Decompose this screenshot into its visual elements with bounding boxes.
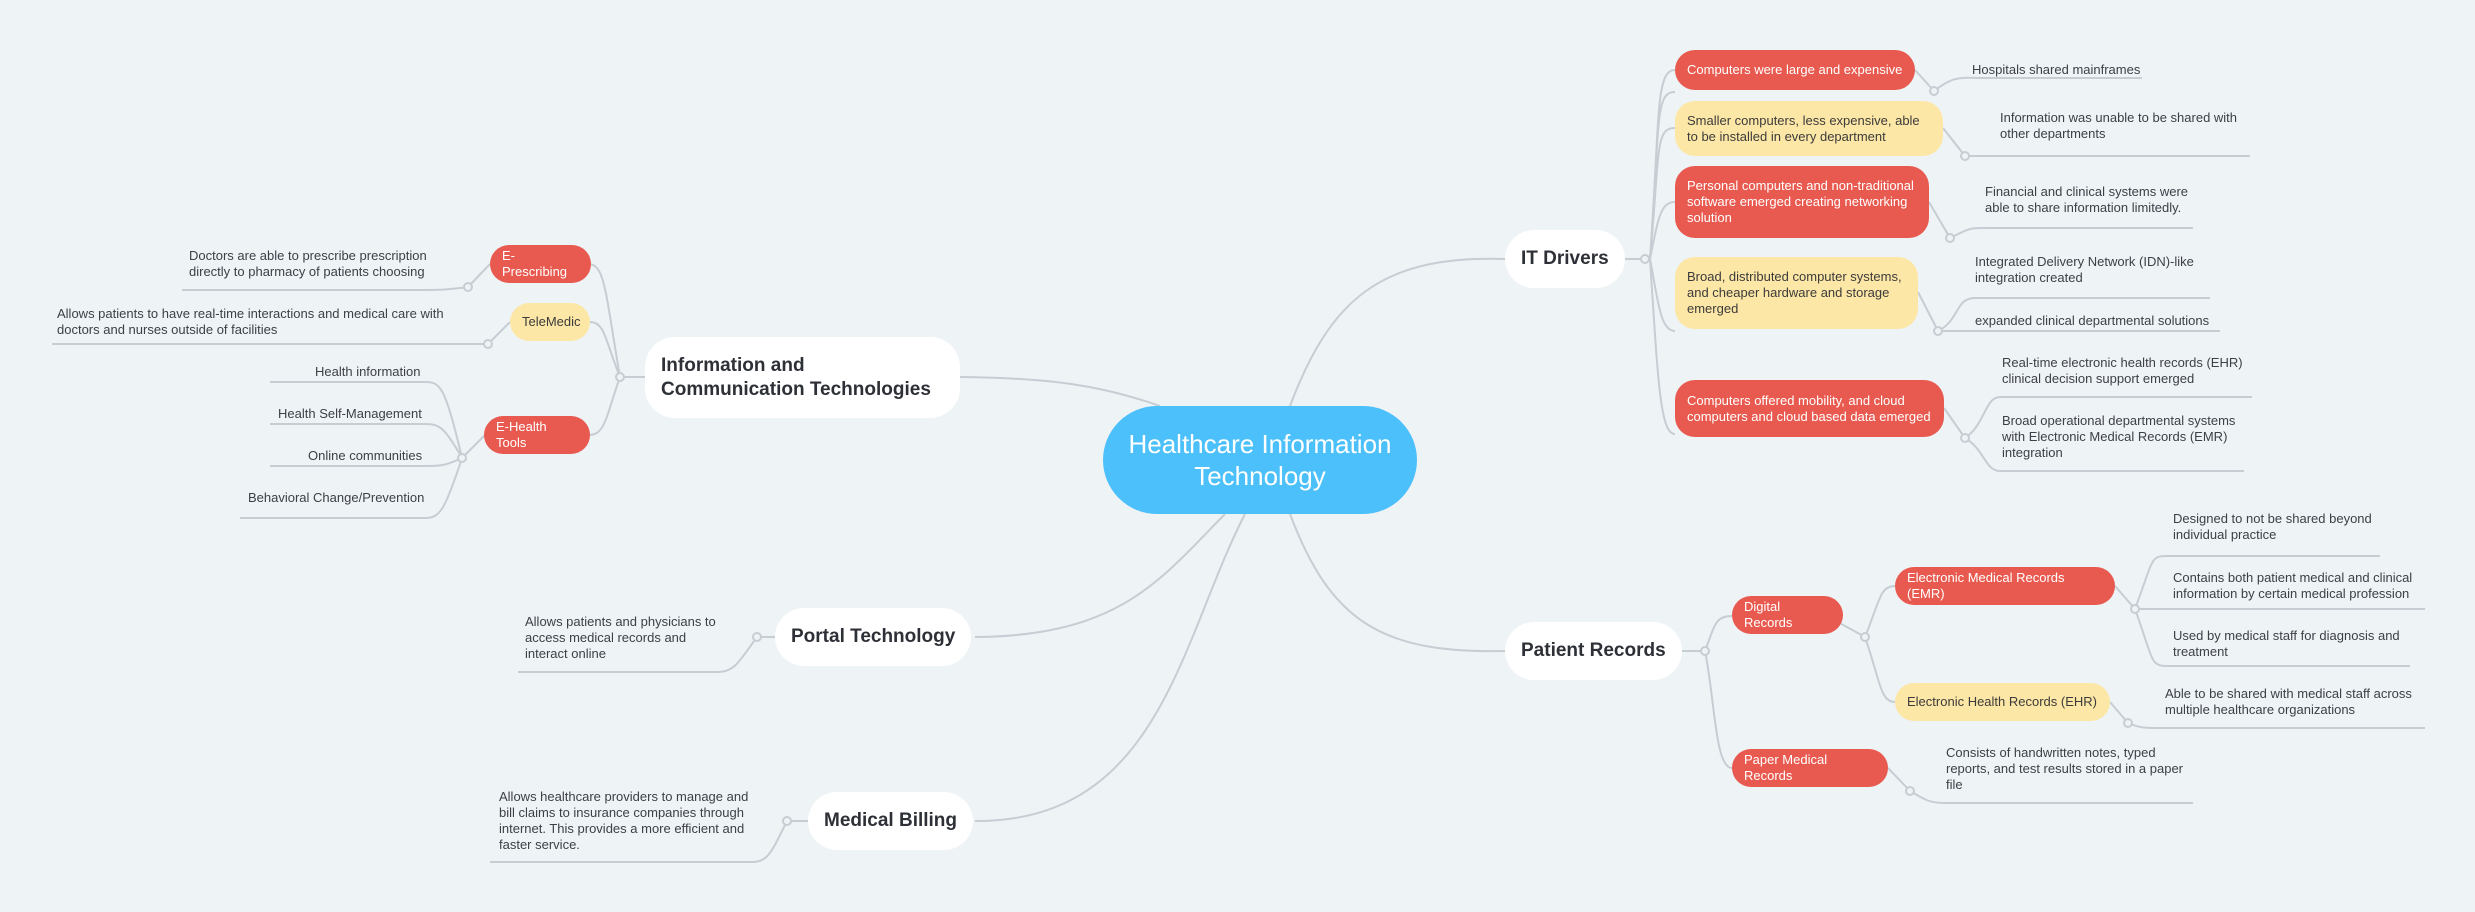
mainframes-collapse-dot[interactable] [1929, 86, 1939, 96]
topic-patient-records[interactable]: Patient Records [1505, 622, 1682, 680]
paper-records-note: Consists of handwritten notes, typed rep… [1946, 745, 2184, 792]
it-driver-departmental[interactable]: Smaller computers, less expensive, able … [1675, 101, 1943, 156]
emr-node[interactable]: Electronic Medical Records (EMR) [1895, 567, 2115, 605]
medical-billing-note: Allows healthcare providers to manage an… [499, 789, 749, 852]
distributed-collapse-dot[interactable] [1933, 326, 1943, 336]
mobility-collapse-dot[interactable] [1960, 433, 1970, 443]
e-prescribing-collapse-dot[interactable] [463, 282, 473, 292]
e-health-behavioral-change: Behavioral Change/Prevention [248, 490, 425, 505]
portal-collapse-dot[interactable] [752, 632, 762, 642]
e-health-self-management: Health Self-Management [278, 406, 422, 421]
topic-it-drivers[interactable]: IT Drivers [1505, 230, 1625, 288]
telemedic-note: Allows patients to have real-time intera… [57, 306, 444, 337]
personal-computers-collapse-dot[interactable] [1945, 233, 1955, 243]
ehr-node[interactable]: Electronic Health Records (EHR) [1895, 683, 2110, 721]
topic-medical-billing[interactable]: Medical Billing [808, 792, 974, 850]
e-prescribing-note: Doctors are able to prescribe prescripti… [189, 248, 427, 279]
e-health-online-communities: Online communities [308, 448, 423, 463]
topic-information-communication-technologies[interactable]: Information and Communication Technologi… [645, 337, 960, 418]
telemedic[interactable]: TeleMedic [510, 303, 590, 341]
portal-technology-note: Allows patients and physicians to access… [525, 614, 716, 661]
paper-records-collapse-dot[interactable] [1905, 786, 1915, 796]
central-topic[interactable]: Healthcare Information Technology [1103, 406, 1417, 514]
emr-note-contains: Contains both patient medical and clinic… [2173, 570, 2413, 601]
it-driver-ehr-note: Real-time electronic health records (EHR… [2002, 355, 2243, 386]
it-drivers-collapse-dot[interactable] [1640, 254, 1650, 264]
it-driver-distributed-systems[interactable]: Broad, distributed computer systems, and… [1675, 257, 1918, 329]
it-driver-departmental-note: Information was unable to be shared with… [2000, 110, 2238, 141]
it-driver-emr-integration-note: Broad operational departmental systems w… [2002, 413, 2236, 460]
ehr-collapse-dot[interactable] [2123, 718, 2133, 728]
departmental-collapse-dot[interactable] [1960, 151, 1970, 161]
it-driver-mobility-cloud[interactable]: Computers offered mobility, and cloud co… [1675, 380, 1944, 437]
it-driver-clinical-solutions-note: expanded clinical departmental solutions [1975, 313, 2210, 328]
digital-records[interactable]: Digital Records [1732, 596, 1843, 634]
it-driver-personal-computers-note: Financial and clinical systems were able… [1985, 184, 2189, 215]
it-driver-mainframes[interactable]: Computers were large and expensive [1675, 50, 1915, 90]
it-driver-personal-computers[interactable]: Personal computers and non-traditional s… [1675, 166, 1929, 238]
telemedic-collapse-dot[interactable] [483, 339, 493, 349]
ehr-note-shared: Able to be shared with medical staff acr… [2165, 686, 2412, 717]
emr-note-used-by-staff: Used by medical staff for diagnosis and … [2173, 628, 2400, 659]
e-health-information: Health information [315, 364, 421, 379]
it-driver-mainframes-note: Hospitals shared mainframes [1972, 62, 2141, 77]
billing-collapse-dot[interactable] [782, 816, 792, 826]
e-prescribing[interactable]: E-Prescribing [490, 245, 591, 283]
patient-records-collapse-dot[interactable] [1700, 646, 1710, 656]
e-health-collapse-dot[interactable] [457, 453, 467, 463]
paper-medical-records[interactable]: Paper Medical Records [1732, 749, 1888, 787]
ict-collapse-dot[interactable] [615, 372, 625, 382]
emr-note-not-shared: Designed to not be shared beyond individ… [2173, 511, 2372, 542]
digital-records-collapse-dot[interactable] [1860, 632, 1870, 642]
e-health-tools[interactable]: E-Health Tools [484, 416, 590, 454]
emr-collapse-dot[interactable] [2130, 604, 2140, 614]
it-driver-idn-note: Integrated Delivery Network (IDN)-like i… [1975, 254, 2194, 285]
topic-portal-technology[interactable]: Portal Technology [775, 608, 972, 666]
